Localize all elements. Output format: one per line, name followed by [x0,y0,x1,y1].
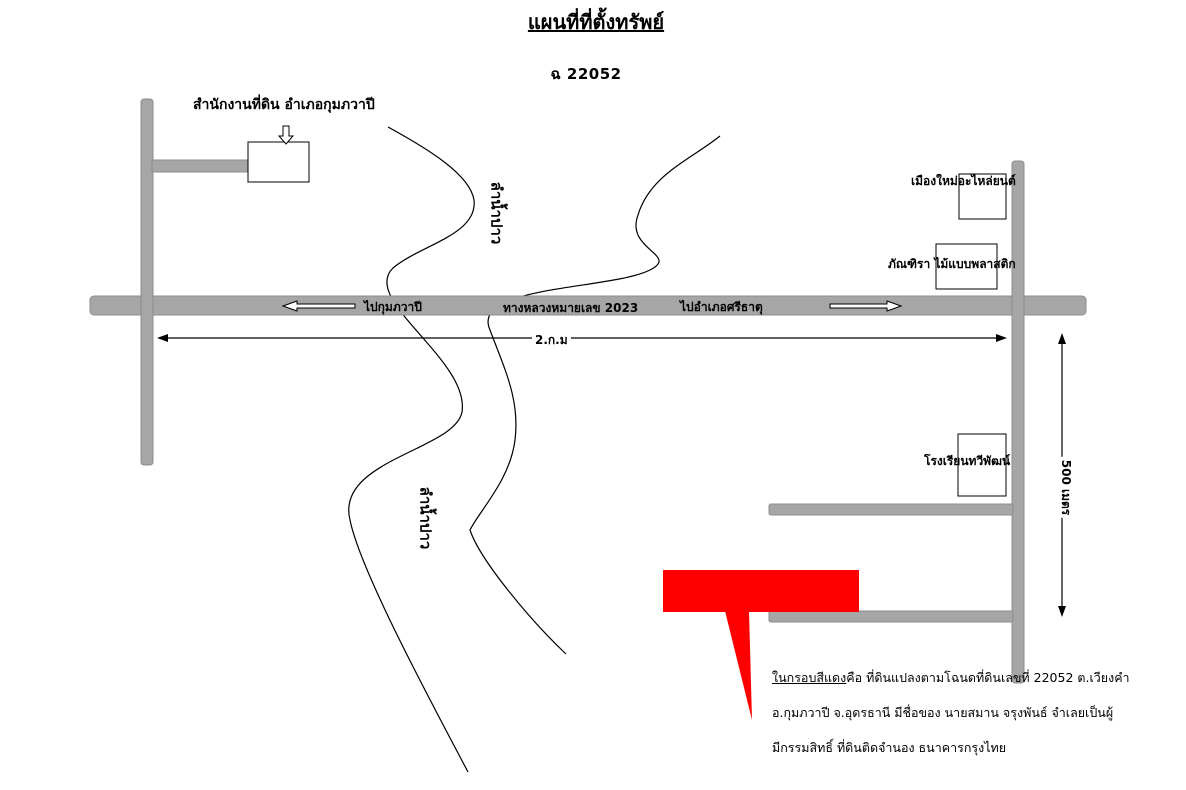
distance-arrowhead-left [157,334,168,342]
phatthira-label: ภัณฑิรา ไม้แบบพลาสติก [888,257,1016,271]
mueang-mai-auto-building [958,173,1007,220]
land-office-access-road [151,159,251,173]
highway-label: ทางหลวงหมายเลข 2023 [503,301,639,315]
side-road-lower [768,610,1014,623]
main-road-highway-2023 [89,295,1087,316]
note-line-2: อ.กุมภวาปี จ.อุดรธานี มีชื่อของ นายสมาน … [772,705,1114,720]
phatthira-building [935,243,998,290]
river-label-lower: ลำน้ำปาว [416,486,435,550]
parcel-pointer [725,611,752,720]
distance-arrowhead-down [1058,606,1066,617]
river-label-upper: ลำน้ำปาว [487,181,506,245]
river-lower [469,135,721,655]
arrow-left-icon [281,300,356,312]
school-label: โรงเรียนทวีพัฒน์ [924,454,1011,468]
note-line-1-rest: คือ ที่ดินแปลงตามโฉนดที่ดินเลขที่ 22052 … [846,670,1130,685]
right-vertical-road [1011,160,1025,684]
land-office-arrow-icon [277,125,295,145]
distance-label-vertical: 500 เมตร [1056,456,1076,519]
distance-label-horizontal: 2.ก.ม [532,331,571,350]
river-upper [348,126,475,773]
side-road-upper [768,503,1014,516]
land-office-building [247,141,310,183]
left-vertical-road [140,98,154,466]
to-si-that-label: ไปอำเภอศรีธาตุ [680,300,763,314]
arrow-right-icon [829,300,903,312]
note-highlight: ในกรอบสีแดง [772,670,847,685]
note-line-1: ในกรอบสีแดงคือ ที่ดินแปลงตามโฉนดที่ดินเล… [772,660,1162,695]
distance-arrowhead-up [1058,333,1066,344]
school-building [957,433,1007,497]
parcel-red-box [663,570,859,612]
mueang-mai-auto-label: เมืองใหม่อะไหล่ยนต์ [911,174,1016,188]
deed-number: ฉ 22052 [550,65,622,83]
distance-arrowhead-right [996,334,1007,342]
map-title: แผนที่ที่ตั้งทรัพย์ [527,10,665,34]
land-office-label: สำนักงานที่ดิน อำเภอกุมภวาปี [193,97,375,113]
note-line-3: มีกรรมสิทธิ์ ที่ดินติดจำนอง ธนาคารกรุงไท… [772,740,1007,755]
parcel-note: ในกรอบสีแดงคือ ที่ดินแปลงตามโฉนดที่ดินเล… [772,660,1162,765]
to-kumphawapi-label: ไปกุมภวาปี [364,300,422,314]
